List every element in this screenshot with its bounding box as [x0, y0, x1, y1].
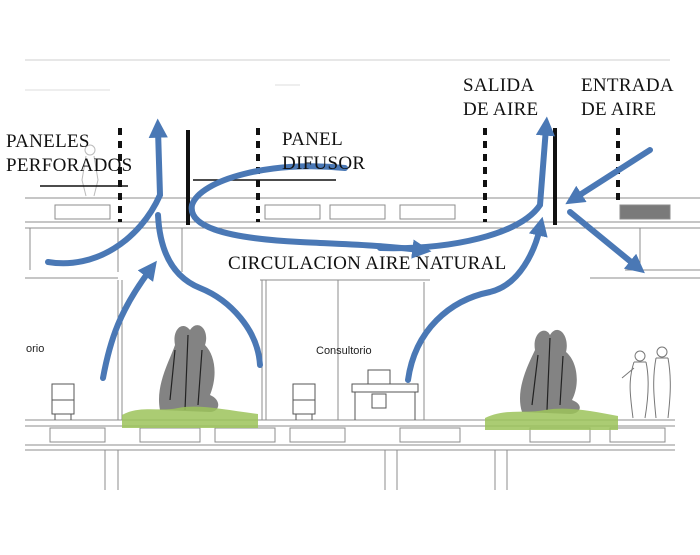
- tree-left: [122, 325, 258, 428]
- arrow-tree-merge: [155, 212, 263, 368]
- arrow-center-loop: [188, 163, 432, 259]
- label-difusor-line2: DIFUSOR: [282, 153, 366, 174]
- label-entrada-line2: DE AIRE: [581, 99, 657, 120]
- label-panel-difusor: PANEL DIFUSOR: [282, 128, 365, 176]
- diffuser-panels: [186, 128, 557, 225]
- chair-center: [292, 383, 316, 420]
- label-paneles-perforados: PANELES PERFORADOS: [6, 130, 133, 178]
- arrow-left-intake: [45, 118, 168, 267]
- people-right: [621, 346, 671, 419]
- desk: [351, 369, 419, 420]
- label-salida-aire: SALIDA DE AIRE: [463, 74, 538, 122]
- room-label-left: orio: [26, 343, 45, 355]
- label-salida-line2: DE AIRE: [463, 99, 539, 120]
- perforated-panels: [118, 128, 620, 222]
- chair-left: [51, 383, 75, 420]
- label-difusor-line1: PANEL: [282, 129, 343, 150]
- label-paneles-line2: PERFORADOS: [6, 155, 133, 176]
- arrow-left-rise: [100, 260, 157, 381]
- floor-slab: [25, 419, 675, 490]
- label-entrada-aire: ENTRADA DE AIRE: [581, 74, 674, 122]
- ceiling-line: [25, 277, 700, 420]
- room-label-consultorio: Consultorio: [316, 345, 372, 357]
- arrow-intake: [565, 147, 653, 205]
- arrow-exhaust: [567, 209, 645, 274]
- label-circulacion-aire: CIRCULACION AIRE NATURAL: [228, 253, 507, 274]
- arrow-circulation: [377, 116, 555, 252]
- tree-right: [485, 329, 618, 430]
- arrow-right-rise: [405, 216, 548, 383]
- airflow-arrows: [45, 116, 653, 383]
- person-top-left: [81, 144, 99, 197]
- label-salida-line1: SALIDA: [463, 75, 535, 96]
- label-paneles-line1: PANELES: [6, 131, 90, 152]
- label-entrada-line1: ENTRADA: [581, 75, 674, 96]
